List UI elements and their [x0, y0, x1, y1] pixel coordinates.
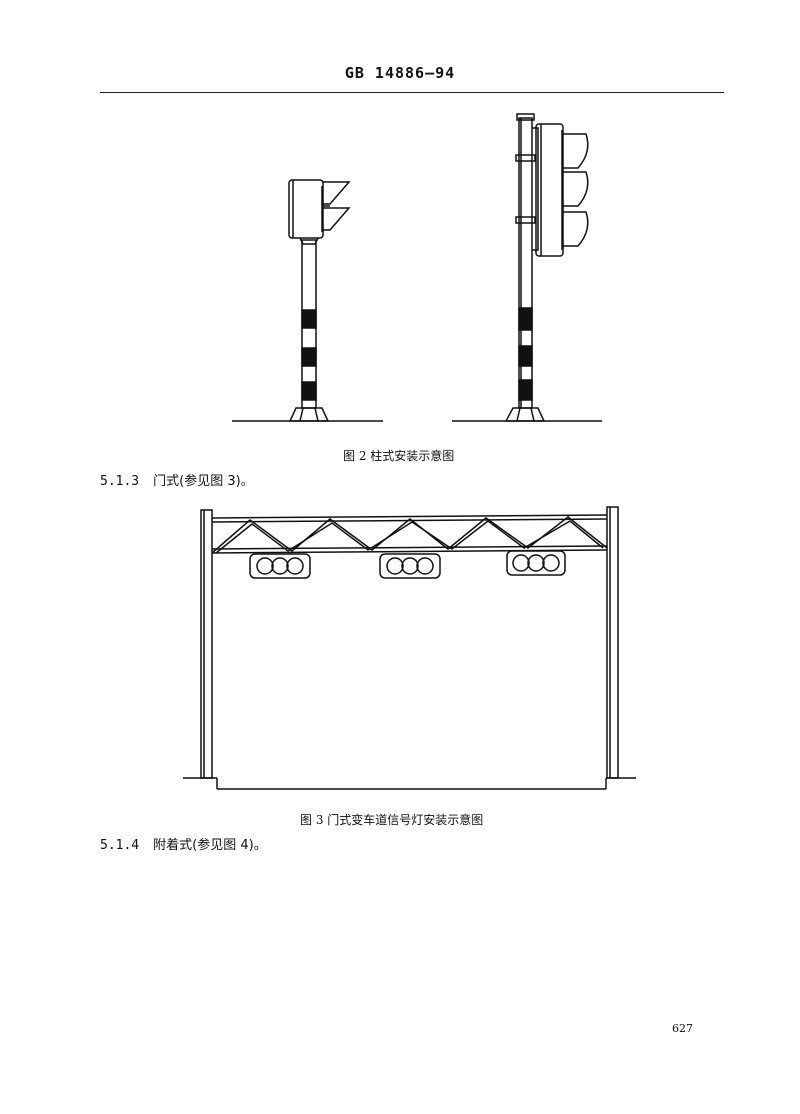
- section-number: 5.1.3: [100, 474, 140, 489]
- lane-signal-1: [249, 553, 311, 579]
- figure-2-drawing: [232, 113, 602, 422]
- right-pole: [504, 113, 546, 422]
- header-rule: [100, 92, 724, 93]
- section-text: 门式(参见图 3)。: [153, 474, 254, 489]
- standard-header: GB 14886—94: [344, 64, 456, 82]
- section-text: 附着式(参见图 4)。: [153, 838, 267, 853]
- figure-3-caption: 图 3 门式变车道信号灯安装示意图: [300, 813, 484, 827]
- section-5-1-3: 5.1.3 门式(参见图 3)。: [100, 470, 254, 489]
- right-signal-head: [535, 123, 589, 257]
- gantry-left-post: [200, 509, 213, 779]
- figure-3-drawing: [183, 506, 636, 790]
- section-5-1-4: 5.1.4 附着式(参见图 4)。: [100, 834, 267, 853]
- gantry-truss: [211, 514, 608, 554]
- section-number: 5.1.4: [100, 838, 140, 853]
- figure-2-caption: 图 2 柱式安装示意图: [343, 449, 455, 463]
- page-number: 627: [672, 1022, 693, 1035]
- lane-signal-2: [379, 553, 441, 579]
- left-signal-head: [288, 179, 351, 245]
- left-pole: [288, 239, 330, 422]
- gantry-right-post: [606, 506, 619, 779]
- lane-signal-3: [506, 550, 566, 576]
